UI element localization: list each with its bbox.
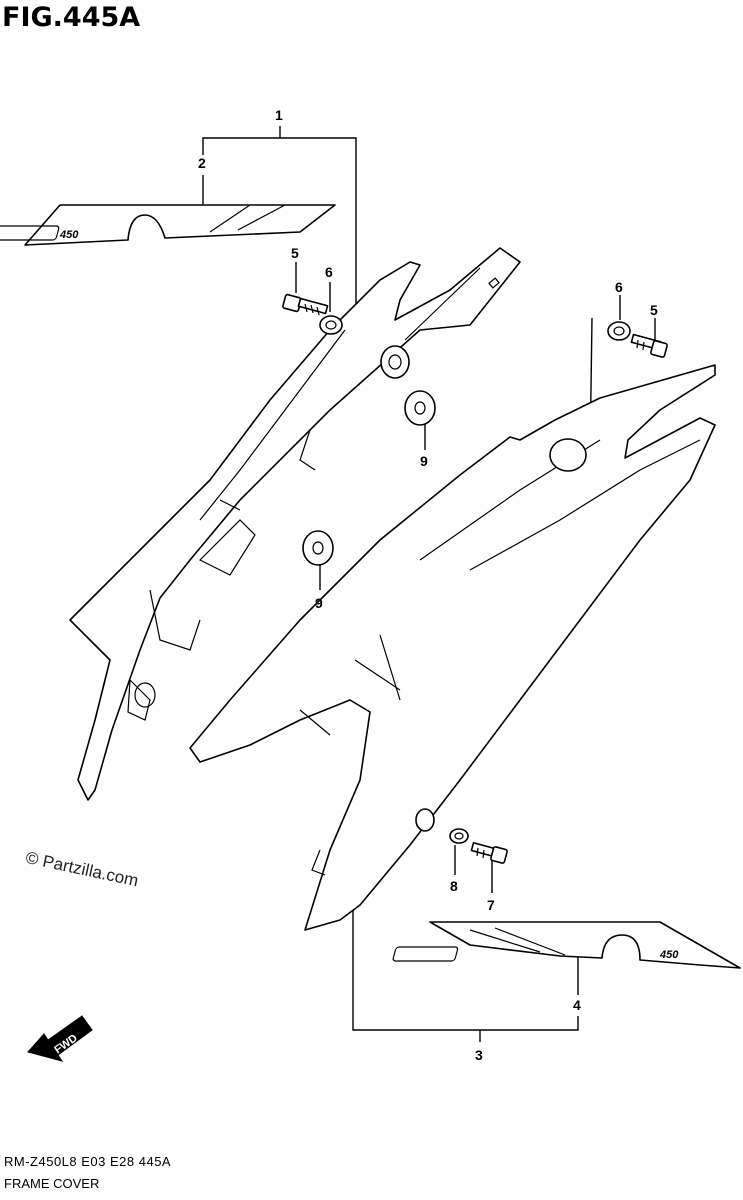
callout-6-left: 6 [325, 264, 333, 280]
decal-right: 450 [392, 921, 741, 969]
washer-6-left [319, 315, 343, 335]
callout-3: 3 [475, 1047, 483, 1063]
frame-cover-left [69, 247, 521, 801]
left-cover-grommet-hole [380, 345, 410, 379]
decal-left: 450 [0, 204, 336, 246]
decal-right-logo-frame [392, 946, 459, 962]
decal-left-logo-frame [0, 225, 60, 241]
callout-9-bottom: 9 [315, 595, 323, 611]
cushion-9-bottom [302, 530, 334, 566]
callouts: 1 2 5 6 9 9 6 5 8 7 4 3 [198, 107, 658, 1063]
callout-1: 1 [275, 107, 283, 123]
callout-5-left: 5 [291, 245, 299, 261]
footer-code: RM-Z450L8 E03 E28 445A [4, 1154, 172, 1169]
callout-4: 4 [573, 997, 581, 1013]
callout-6-right: 6 [615, 279, 623, 295]
frame-cover-right [189, 364, 716, 931]
washer-8 [449, 828, 469, 844]
bolt-7 [470, 841, 508, 864]
leader-3-bracket [352, 905, 579, 1031]
right-cover-grommet-hole [549, 438, 587, 472]
washer-6-right [607, 321, 631, 341]
decal-left-logo: 450 [59, 229, 79, 241]
cushion-9-top [404, 390, 436, 426]
decal-right-logo: 450 [659, 949, 679, 961]
fwd-arrow: FWD [27, 1015, 93, 1062]
bolt-5-right [630, 333, 668, 358]
callout-5-right: 5 [650, 302, 658, 318]
footer-title: FRAME COVER [4, 1176, 100, 1191]
callout-7: 7 [487, 897, 495, 913]
figure-title: FIG.445A [2, 2, 141, 33]
bolt-5-left [282, 293, 329, 316]
callout-8: 8 [450, 878, 458, 894]
callout-2: 2 [198, 155, 206, 171]
callout-9-top: 9 [420, 453, 428, 469]
